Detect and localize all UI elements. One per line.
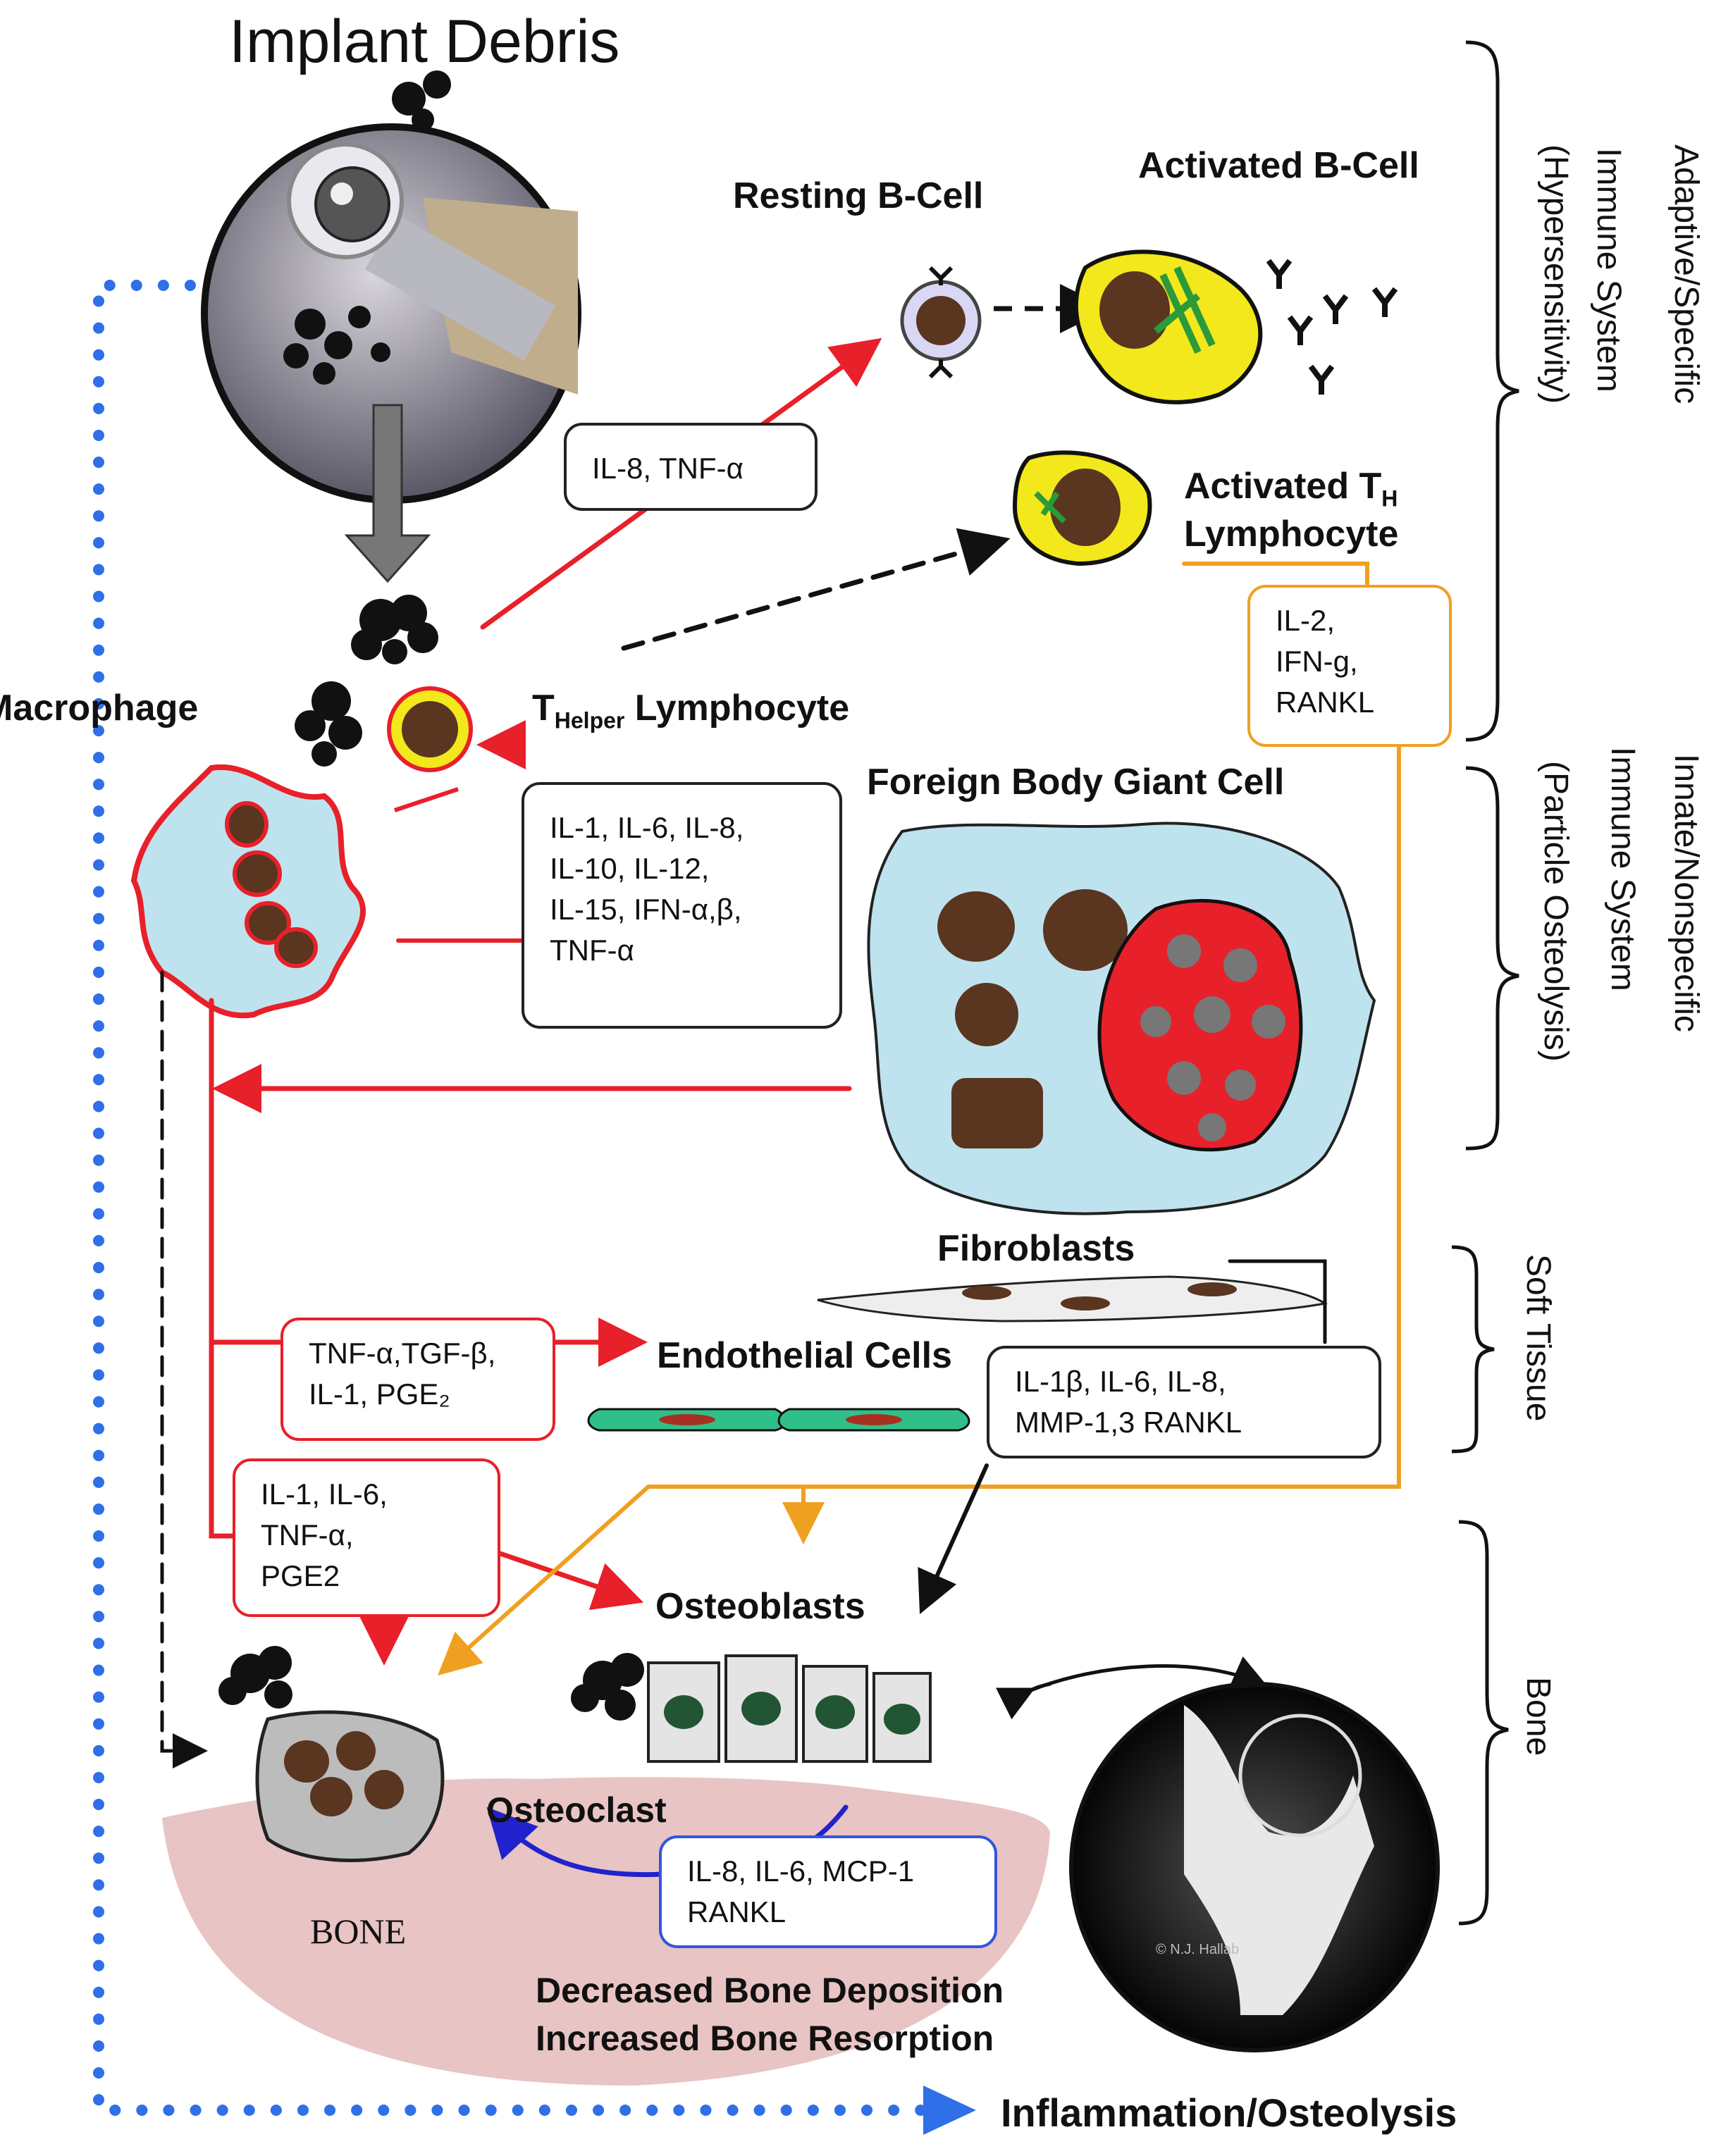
box-tnf-tgf: TNF-α,TGF-β, IL-1, PGE₂: [280, 1318, 555, 1441]
box-line: RANKL: [687, 1895, 787, 1928]
outcome-line2: Increased Bone Resorption: [536, 2019, 994, 2058]
fibroblasts-label: Fibroblasts: [937, 1228, 1135, 1269]
copyright-text: © N.J. Hallab: [1156, 1942, 1240, 1957]
section-braces: [1451, 40, 1519, 1926]
implant-photo: [201, 70, 581, 504]
activated-th-line2: Lymphocyte: [1184, 514, 1399, 555]
debris-cluster: [218, 595, 644, 1721]
page-title: Implant Debris: [229, 8, 620, 75]
t-helper-label: THelper Lymphocyte: [532, 687, 849, 733]
box-line: MMP-1,3 RANKL: [1015, 1406, 1242, 1439]
resting-b-cell-label: Resting B-Cell: [733, 175, 984, 216]
box-line: TNF-α,TGF-β,: [309, 1337, 496, 1370]
box-line: TNF-α,: [261, 1518, 354, 1551]
box-fibroblast-cytokines: IL-1β, IL-6, IL-8, MMP-1,3 RANKL: [987, 1346, 1381, 1458]
activated-th-cell-art: [1012, 450, 1152, 566]
box-macrophage-cytokines: IL-1, IL-6, IL-8, IL-10, IL-12, IL-15, I…: [522, 782, 842, 1029]
activated-th-main: Activated T: [1184, 466, 1382, 507]
box-il8-mcp: IL-8, IL-6, MCP-1 RANKL: [659, 1835, 997, 1948]
side-label-adaptive-1: Adaptive/Specific: [1667, 144, 1705, 404]
final-outcome-label: Inflammation/Osteolysis: [1001, 2090, 1457, 2135]
box-line: IL-15, IFN-α,β,: [550, 893, 742, 926]
box-line: IFN-g,: [1276, 645, 1358, 678]
t-helper-cell: [387, 686, 473, 812]
box-il1-il6: IL-1, IL-6, TNF-α, PGE2: [233, 1458, 500, 1617]
side-label-adaptive-3: (Hypersensitivity): [1537, 144, 1574, 404]
macrophage-label: Macrophage: [0, 688, 199, 729]
box-il8-tnf: IL-8, TNF-α: [564, 423, 818, 511]
osteoblasts-label: Osteoblasts: [655, 1586, 865, 1627]
box-line: PGE2: [261, 1559, 340, 1592]
box-line: IL-1, IL-6,: [261, 1477, 388, 1511]
side-label-innate-2: Immune System: [1604, 747, 1641, 991]
side-label-bone: Bone: [1519, 1677, 1557, 1757]
side-label-adaptive-2: Immune System: [1590, 148, 1627, 392]
t-helper-sub: Helper: [554, 707, 625, 733]
outcome-line1: Decreased Bone Deposition: [536, 1971, 1004, 2010]
side-label-innate-3: (Particle Osteolysis): [1537, 761, 1574, 1062]
bone-label: BONE: [310, 1912, 407, 1951]
feedback-loop: [93, 280, 976, 2135]
osteoclast-label: Osteoclast: [486, 1790, 667, 1830]
activated-th-label: Activated TH: [1184, 465, 1398, 512]
fibroblasts-art: [817, 1275, 1328, 1322]
down-arrow: [344, 404, 431, 583]
activated-b-cell-label: Activated B-Cell: [1138, 145, 1419, 186]
box-line: IL-2,: [1276, 604, 1336, 637]
resting-b-cell-art: [900, 266, 982, 379]
box-line: TNF-α: [550, 934, 634, 967]
fbgc-label: Foreign Body Giant Cell: [867, 762, 1285, 803]
osteoblasts-art: [647, 1654, 932, 1763]
box-line: IL-8, IL-6, MCP-1: [687, 1854, 915, 1888]
side-label-innate-1: Innate/Nonspecific: [1667, 754, 1705, 1032]
osteoclast-art: [255, 1710, 445, 1862]
xray-image: [1069, 1682, 1440, 2052]
fbgc-art: [867, 822, 1376, 1215]
t-helper-rest: Lymphocyte: [624, 688, 850, 729]
box-il2-ifn: IL-2, IFN-g, RANKL: [1247, 585, 1452, 747]
box-line: IL-1, PGE₂: [309, 1377, 450, 1411]
macrophage-cell: [130, 764, 366, 1019]
endothelial-label: Endothelial Cells: [657, 1335, 952, 1376]
box-line: IL-8, TNF-α: [592, 452, 744, 485]
activated-th-sub: H: [1381, 485, 1398, 512]
box-line: IL-10, IL-12,: [550, 852, 710, 885]
t-helper-main: T: [532, 688, 555, 729]
side-label-soft-tissue: Soft Tissue: [1519, 1254, 1557, 1422]
box-line: IL-1β, IL-6, IL-8,: [1015, 1365, 1226, 1398]
activated-b-cell-art: [1073, 249, 1398, 404]
box-line: IL-1, IL-6, IL-8,: [550, 811, 744, 844]
endothelial-art: [587, 1408, 970, 1432]
box-line: RANKL: [1276, 686, 1375, 719]
